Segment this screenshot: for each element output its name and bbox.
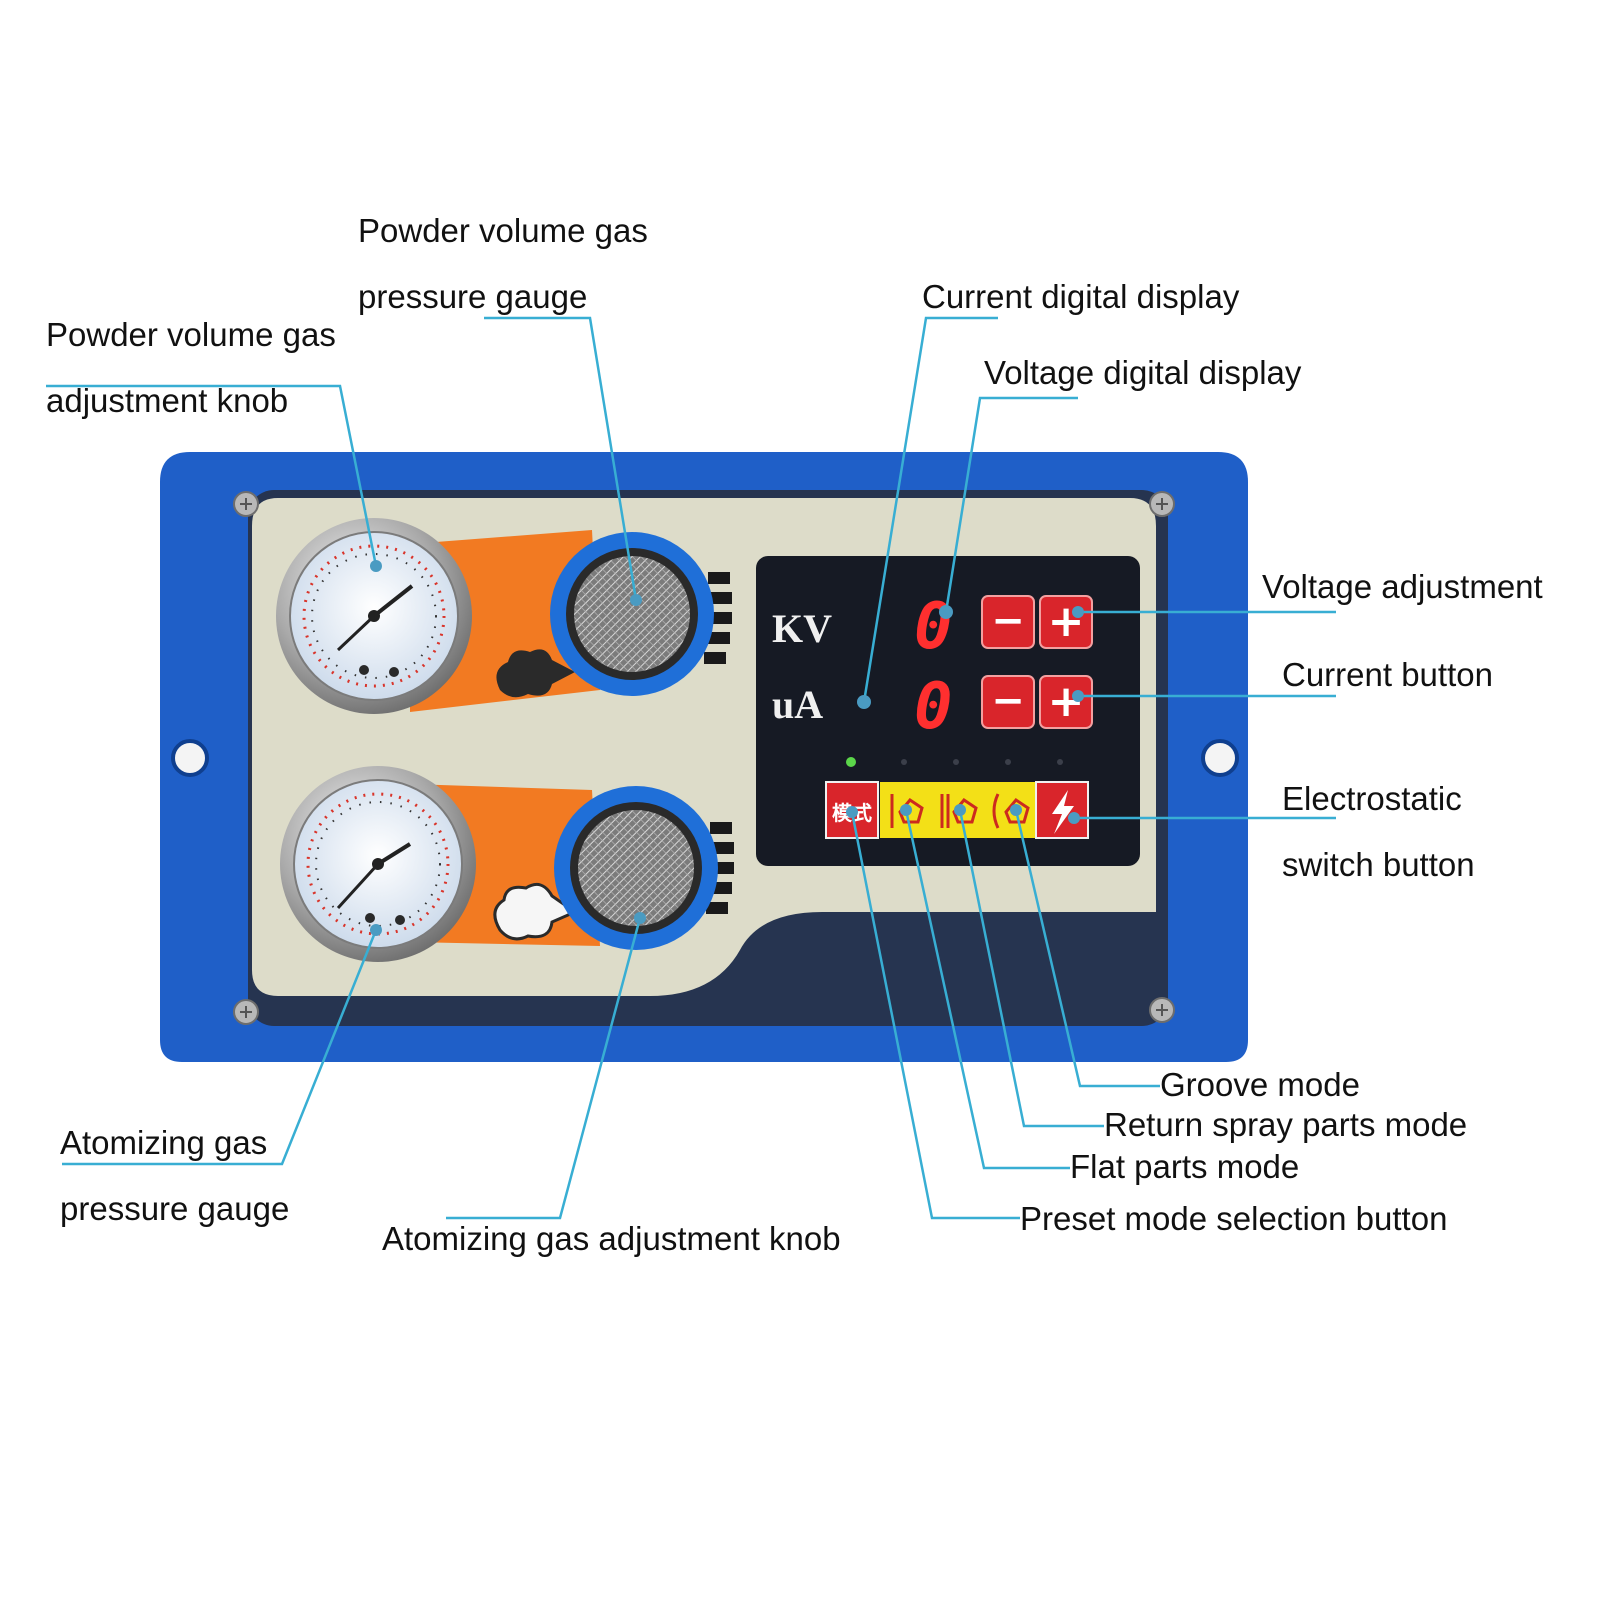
label-groove-mode: Groove mode xyxy=(1160,1066,1360,1103)
powder-cloud-icon xyxy=(496,649,575,698)
mode-led xyxy=(1057,759,1063,765)
svg-text:+: + xyxy=(1048,596,1085,647)
label-electrostatic-line2: switch button xyxy=(1282,846,1475,883)
atomizing-knob[interactable] xyxy=(554,786,734,950)
leader-atomizing-knob xyxy=(446,917,642,1220)
svg-text:−: − xyxy=(991,678,1025,724)
label-current-button: Current button xyxy=(1282,656,1493,693)
return-spray-icon xyxy=(940,794,978,828)
label-atomizing-knob: Atomizing gas adjustment knob xyxy=(382,1220,841,1257)
mode-led xyxy=(901,759,907,765)
leader-lines xyxy=(46,316,1336,1220)
return-spray-parts-mode-button[interactable] xyxy=(932,782,984,838)
preset-mode-button[interactable]: 模式 xyxy=(825,781,879,839)
leader-return-spray xyxy=(958,809,1104,1128)
atomize-cloud-icon xyxy=(493,882,579,941)
ua-unit-label: uA xyxy=(772,682,823,727)
screw-icon xyxy=(233,491,259,517)
label-powder-knob-line2: adjustment knob xyxy=(46,382,289,419)
leader-current-display xyxy=(862,316,998,703)
screw-icon xyxy=(1149,491,1175,517)
groove-icon xyxy=(992,793,1030,829)
screw-icon xyxy=(233,999,259,1025)
voltage-digital-display: 0 xyxy=(914,590,953,664)
leader-voltage-display xyxy=(944,396,1078,613)
label-flat-parts-mode: Flat parts mode xyxy=(1070,1148,1300,1185)
label-electrostatic-line1: Electrostatic xyxy=(1282,780,1462,817)
label-atomizing-gauge-line2: pressure gauge xyxy=(60,1190,290,1227)
leader-groove xyxy=(1014,809,1160,1088)
label-current-display: Current digital display xyxy=(922,278,1240,315)
label-powder-gauge-line2: pressure gauge xyxy=(358,278,588,315)
label-voltage-display: Voltage digital display xyxy=(984,354,1302,391)
leader-powder-knob xyxy=(46,384,378,567)
screw-icon xyxy=(1149,997,1175,1023)
kv-unit-label: KV xyxy=(772,606,832,651)
label-atomizing-gauge-line1: Atomizing gas xyxy=(60,1124,268,1161)
atomizing-gauge xyxy=(280,766,476,962)
current-digital-display: 0 xyxy=(914,670,953,744)
mounting-hole-left xyxy=(171,739,209,777)
label-powder-knob-line1: Powder volume gas xyxy=(46,316,336,353)
voltage-minus-button[interactable]: − xyxy=(981,595,1035,649)
label-voltage-adjust: Voltage adjustment xyxy=(1262,568,1543,605)
label-return-spray-mode: Return spray parts mode xyxy=(1104,1106,1468,1143)
lightning-icon xyxy=(1052,790,1074,834)
leader-atomizing-gauge xyxy=(62,929,378,1166)
voltage-plus-button[interactable]: + xyxy=(1039,595,1093,649)
powder-volume-gauge xyxy=(276,518,472,714)
leader-end-dots xyxy=(370,560,1084,936)
leader-powder-gauge xyxy=(484,316,638,601)
label-powder-gauge-line1: Powder volume gas xyxy=(358,212,648,249)
svg-text:−: − xyxy=(991,598,1025,644)
leader-flat-parts xyxy=(904,809,1070,1170)
label-preset-mode: Preset mode selection button xyxy=(1020,1200,1448,1237)
mode-led-active xyxy=(846,757,856,767)
current-plus-button[interactable]: + xyxy=(1039,675,1093,729)
current-minus-button[interactable]: − xyxy=(981,675,1035,729)
mode-led xyxy=(1005,759,1011,765)
powder-volume-knob[interactable] xyxy=(550,532,732,696)
mounting-hole-right xyxy=(1201,739,1239,777)
flat-parts-icon xyxy=(890,794,924,828)
electrostatic-switch-button[interactable] xyxy=(1035,781,1089,839)
mode-led xyxy=(953,759,959,765)
leader-preset xyxy=(850,811,1020,1220)
